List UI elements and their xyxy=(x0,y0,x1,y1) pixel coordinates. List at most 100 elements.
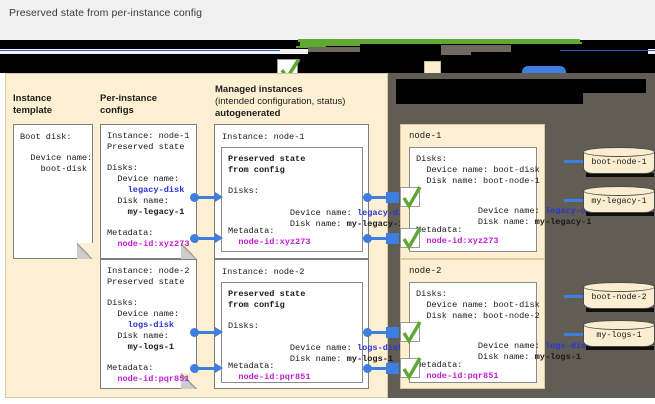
n1-pres-disk-value: my-legacy-1 xyxy=(534,216,592,227)
mi2-metadata-value: node-id:pqr851 xyxy=(228,372,311,382)
column-heading-per-instance-configs: Per-instance configs xyxy=(100,93,158,116)
mi1-instance: Instance: node-1 xyxy=(222,132,305,142)
pic1-disks-label: Disks: xyxy=(107,163,138,173)
running-heading-redaction-2 xyxy=(396,92,583,104)
redaction-bar-2 xyxy=(0,54,655,73)
pic1-metadata-label: Metadata: xyxy=(107,228,154,238)
blue-pill-icon xyxy=(522,66,566,73)
n2-metadata-value: node-id:pqr851 xyxy=(416,371,499,381)
pic2-preserved: Preserved state xyxy=(107,277,185,287)
mi2-instance: Instance: node-2 xyxy=(222,267,305,277)
connector-square-mi1-metadata xyxy=(386,233,399,244)
disk-cylinder-boot-node-1: boot-node-1 xyxy=(583,147,655,175)
pic2-disk-name-value: my-logs-1 xyxy=(107,342,175,352)
mi2-preserved-l1: Preserved state xyxy=(228,289,306,299)
pic1-device-name-value: legacy-disk xyxy=(107,185,185,195)
mi2-disk-name-label: Disk name: xyxy=(279,353,347,364)
node-1-label: node-1 xyxy=(409,131,442,141)
disk-shadow-3 xyxy=(586,308,654,312)
page-fold-corner xyxy=(181,373,197,389)
n1-metadata-value: node-id:xyz273 xyxy=(416,236,499,246)
disk-shadow-1 xyxy=(586,173,654,177)
connector-dot-mi1-disk xyxy=(363,193,372,202)
column-heading-instance-template: Instance template xyxy=(13,93,53,116)
disk-label: my-logs-1 xyxy=(596,330,642,340)
node-2-label: node-2 xyxy=(409,266,442,276)
connector-line-node1-preserved-disk xyxy=(564,199,584,202)
mi2-metadata-label: Metadata: xyxy=(228,361,275,371)
instance-template-device-name-label: Device name: xyxy=(20,153,93,163)
managed-instance-card-node-2: Instance: node-2 Preserved state from co… xyxy=(214,259,403,389)
n1-pres-device-label: Device name: xyxy=(467,205,545,216)
n2-pres-disk-value: my-logs-1 xyxy=(534,351,582,362)
legend-green-line-3 xyxy=(300,44,360,46)
mi2-disk-name-value: my-logs-1 xyxy=(346,353,394,364)
green-check-icon-node1-disk xyxy=(400,186,422,210)
disk-top xyxy=(583,320,655,330)
n1-boot-disk-line: Disk name: boot-node-1 xyxy=(416,176,540,186)
mi1-metadata-label: Metadata: xyxy=(228,226,275,236)
connector-square-mi2-disk xyxy=(386,327,399,338)
connector-line-node2-boot-disk xyxy=(564,295,584,298)
instance-template-card: Boot disk: Device name: boot-disk xyxy=(13,124,93,259)
legend-green-line-1 xyxy=(298,39,580,42)
green-check-icon-node1-metadata xyxy=(400,227,422,251)
mi1-device-name-label: Device name: xyxy=(279,207,357,218)
legend-gray-line-1 xyxy=(308,47,360,52)
connector-line-mi1-metadata xyxy=(371,237,387,240)
pic2-metadata-label: Metadata: xyxy=(107,363,154,373)
cream-square-icon xyxy=(424,61,441,73)
mi2-preserved-l2: from config xyxy=(228,300,285,310)
mi1-metadata-value: node-id:xyz273 xyxy=(228,237,311,247)
page-fold-corner xyxy=(181,243,197,259)
disk-shadow-2 xyxy=(586,212,654,216)
n1-metadata-label: Metadata: xyxy=(416,225,463,235)
connector-arrow-pic1-metadata xyxy=(215,233,223,243)
mi1-preserved-state-box: Preserved state from config Disks: Devic… xyxy=(221,147,414,252)
green-check-icon xyxy=(277,59,301,73)
n2-boot-disk-line: Disk name: boot-node-2 xyxy=(416,311,540,321)
legend-blue-line-right xyxy=(560,50,655,51)
disk-cylinder-my-logs-1: my-logs-1 xyxy=(583,320,655,348)
pic1-instance: Instance: node-1 xyxy=(107,131,190,141)
page-title: Preserved state from per-instance config xyxy=(9,7,203,19)
disk-top xyxy=(583,186,655,196)
disk-cylinder-my-legacy-1: my-legacy-1 xyxy=(583,186,655,214)
page-fold-corner xyxy=(77,243,93,259)
connector-arrow-pic2-metadata xyxy=(215,363,223,373)
connector-line-pic1-disk xyxy=(198,196,216,199)
mi2-preserved-state-box: Preserved state from config Disks: Devic… xyxy=(221,282,403,383)
n2-metadata-label: Metadata: xyxy=(416,360,463,370)
pic1-preserved: Preserved state xyxy=(107,142,185,152)
connector-line-pic1-metadata xyxy=(198,237,216,240)
connector-arrow-pic2-disk xyxy=(215,327,223,337)
mi1-device-name-value: legacy-disk xyxy=(356,207,414,218)
running-instance-box-node-1: node-1 Disks: Device name: boot-disk Dis… xyxy=(400,124,602,259)
pic2-disk-name-label: Disk name: xyxy=(107,331,169,341)
pic2-metadata-value: node-id:pqr851 xyxy=(107,374,190,384)
mi1-preserved-l2: from config xyxy=(228,165,285,175)
column-heading-managed-instances-line3: autogenerated xyxy=(215,108,281,119)
column-heading-managed-instances-line2: (intended configuration, status) xyxy=(215,96,346,107)
n2-disks-label: Disks: xyxy=(416,289,447,299)
mi2-disks-label: Disks: xyxy=(228,321,259,331)
per-instance-config-card-node-2: Instance: node-2 Preserved state Disks: … xyxy=(100,259,197,389)
disk-shadow-4 xyxy=(586,346,654,350)
connector-line-pic2-disk xyxy=(198,331,216,334)
column-heading-managed-instances-line1: Managed instances xyxy=(215,84,303,95)
running-instance-box-node-2: node-2 Disks: Device name: boot-disk Dis… xyxy=(400,259,591,389)
header-bar: Preserved state from per-instance config xyxy=(0,0,655,28)
disk-label: my-legacy-1 xyxy=(591,196,647,206)
disk-label: boot-node-2 xyxy=(591,292,647,302)
legend-gray-line-2 xyxy=(441,45,511,52)
n2-pres-device-value: logs-disk xyxy=(544,340,592,351)
connector-line-pic2-metadata xyxy=(198,367,216,370)
mi2-device-name-value: logs-disk xyxy=(356,342,404,353)
disk-top xyxy=(583,147,655,157)
green-check-icon-node2-metadata xyxy=(400,357,422,381)
connector-square-mi1-disk xyxy=(386,192,399,203)
per-instance-config-card-node-1: Instance: node-1 Preserved state Disks: … xyxy=(100,124,197,259)
mi1-preserved-l1: Preserved state xyxy=(228,154,306,164)
pic1-disk-name-value: my-legacy-1 xyxy=(107,207,185,217)
